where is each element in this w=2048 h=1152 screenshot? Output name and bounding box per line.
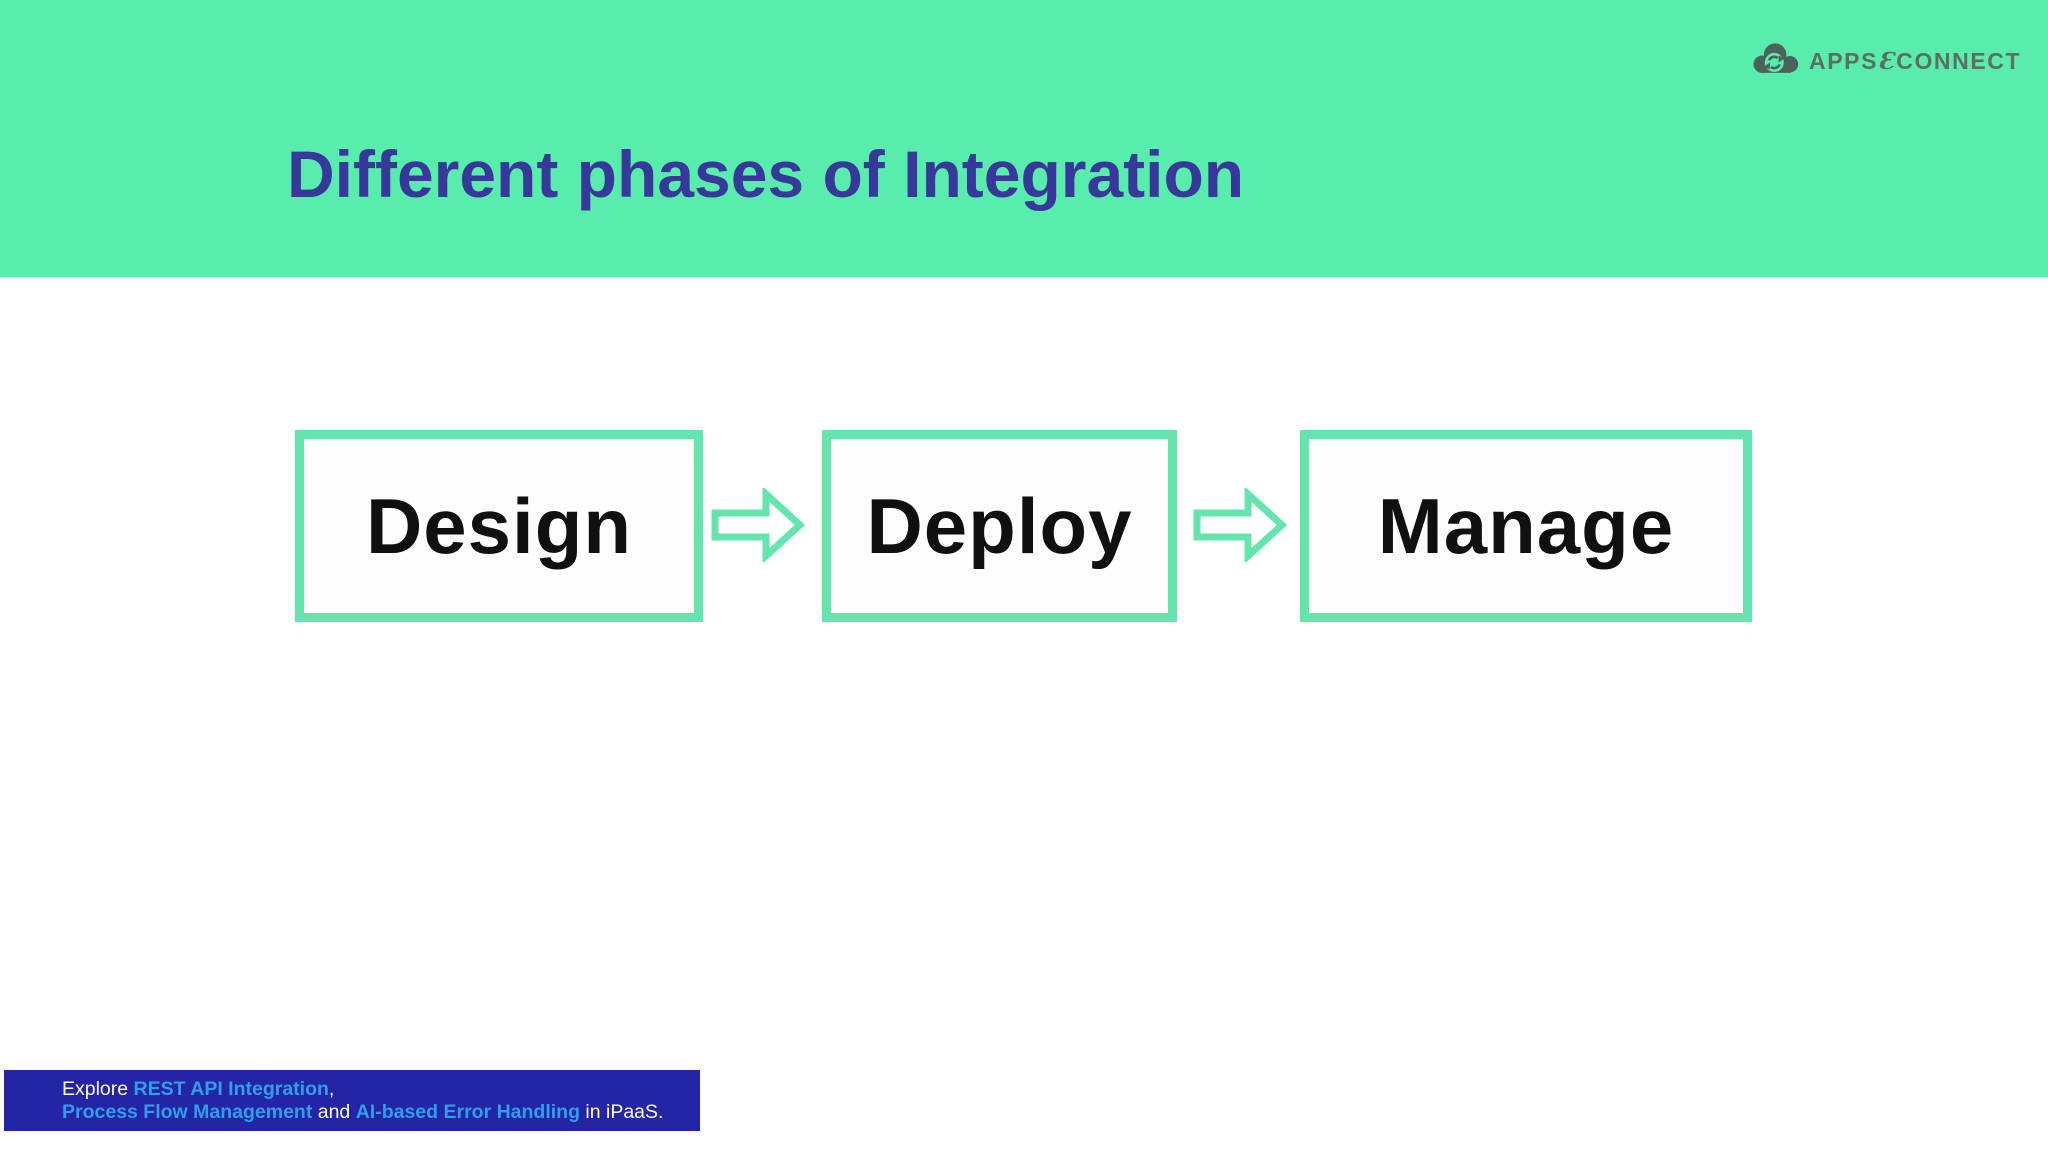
page-title: Different phases of Integration [287,137,1245,211]
phase-box-manage: Manage [1300,430,1752,622]
brand-logo: APPSƐCONNECT [1750,40,2021,83]
header-band: Different phases of Integration APP [0,0,2048,277]
brand-e-glyph: Ɛ [1878,48,1897,75]
banner-text: and [312,1101,356,1123]
banner-text: in iPaaS. [579,1101,664,1123]
arrow-right-icon [1193,488,1287,562]
link-process-flow-management[interactable]: Process Flow Management [62,1101,313,1123]
banner-text: , [328,1078,335,1100]
phase-box-deploy: Deploy [822,430,1177,622]
arrow-right-icon [711,488,805,562]
link-rest-api-integration[interactable]: REST API Integration [133,1078,329,1100]
banner-line-2: Process Flow Management and AI-based Err… [62,1101,700,1124]
cloud-sync-icon [1750,40,1802,83]
link-ai-based-error-handling[interactable]: AI-based Error Handling [355,1101,580,1123]
footer-banner: Explore REST API Integration, Process Fl… [4,1070,700,1131]
banner-line-1: Explore REST API Integration, [62,1078,700,1101]
phase-box-design: Design [295,430,703,622]
brand-text: APPSƐCONNECT [1809,48,2022,75]
phase-label: Design [365,481,633,570]
phase-label: Deploy [866,481,1133,570]
banner-text: Explore [62,1078,134,1100]
phase-label: Manage [1377,481,1675,570]
